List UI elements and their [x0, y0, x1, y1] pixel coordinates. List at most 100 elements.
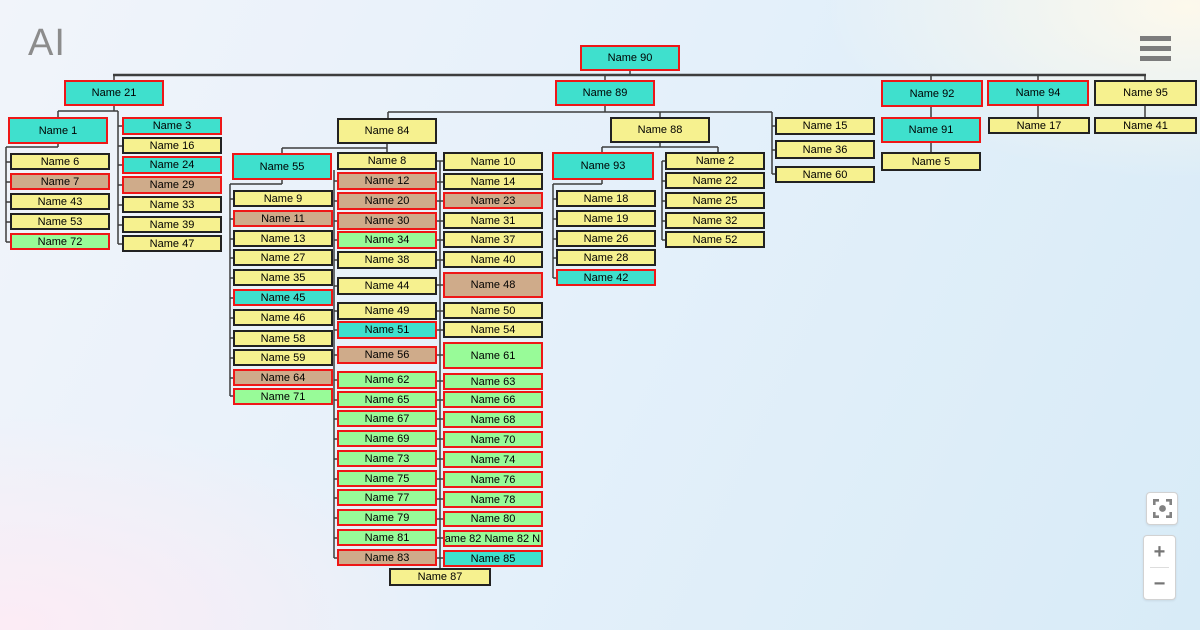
tree-node-name-38[interactable]: Name 38	[337, 251, 437, 269]
tree-node-name-61[interactable]: Name 61	[443, 342, 543, 369]
tree-node-name-22[interactable]: Name 22	[665, 172, 765, 189]
hamburger-bar	[1140, 46, 1171, 51]
tree-node-name-25[interactable]: Name 25	[665, 192, 765, 209]
tree-node-name-35[interactable]: Name 35	[233, 269, 333, 286]
zoom-controls: + −	[1143, 535, 1176, 600]
tree-node-name-51[interactable]: Name 51	[337, 321, 437, 339]
tree-node-name-16[interactable]: Name 16	[122, 137, 222, 154]
tree-node-name-32[interactable]: Name 32	[665, 212, 765, 229]
tree-node-name-31[interactable]: Name 31	[443, 212, 543, 229]
tree-node-name-18[interactable]: Name 18	[556, 190, 656, 207]
tree-node-name-56[interactable]: Name 56	[337, 346, 437, 364]
tree-node-name-64[interactable]: Name 64	[233, 369, 333, 386]
tree-node-name-29[interactable]: Name 29	[122, 176, 222, 194]
tree-node-name-11[interactable]: Name 11	[233, 210, 333, 227]
tree-node-name-71[interactable]: Name 71	[233, 388, 333, 405]
tree-node-name-15[interactable]: Name 15	[775, 117, 875, 135]
tree-node-name-8[interactable]: Name 8	[337, 152, 437, 170]
tree-node-name-49[interactable]: Name 49	[337, 302, 437, 320]
tree-node-name-81[interactable]: Name 81	[337, 529, 437, 546]
zoom-out-button[interactable]: −	[1144, 568, 1175, 599]
tree-node-name-36[interactable]: Name 36	[775, 140, 875, 159]
tree-node-name-17[interactable]: Name 17	[988, 117, 1090, 134]
tree-node-name-19[interactable]: Name 19	[556, 210, 656, 227]
zoom-in-button[interactable]: +	[1144, 536, 1175, 567]
tree-node-name-12[interactable]: Name 12	[337, 172, 437, 190]
tree-node-name-95[interactable]: Name 95	[1094, 80, 1197, 106]
tree-node-name-67[interactable]: Name 67	[337, 410, 437, 427]
tree-node-name-77[interactable]: Name 77	[337, 489, 437, 506]
tree-node-name-50[interactable]: Name 50	[443, 302, 543, 319]
tree-node-name-44[interactable]: Name 44	[337, 277, 437, 295]
tree-node-name-54[interactable]: Name 54	[443, 321, 543, 338]
tree-node-name-1[interactable]: Name 1	[8, 117, 108, 144]
tree-node-name-41[interactable]: Name 41	[1094, 117, 1197, 134]
tree-node-name-34[interactable]: Name 34	[337, 231, 437, 249]
tree-node-name-30[interactable]: Name 30	[337, 212, 437, 230]
tree-node-name-53[interactable]: Name 53	[10, 213, 110, 230]
tree-node-name-83[interactable]: Name 83	[337, 549, 437, 566]
tree-node-name-45[interactable]: Name 45	[233, 289, 333, 306]
tree-node-name-42[interactable]: Name 42	[556, 269, 656, 286]
tree-node-name-68[interactable]: Name 68	[443, 411, 543, 428]
tree-node-name-74[interactable]: Name 74	[443, 451, 543, 468]
tree-node-name-62[interactable]: Name 62	[337, 371, 437, 389]
tree-node-name-78[interactable]: Name 78	[443, 491, 543, 508]
tree-node-name-28[interactable]: Name 28	[556, 249, 656, 266]
tree-node-name-5[interactable]: Name 5	[881, 152, 981, 171]
tree-node-name-93[interactable]: Name 93	[552, 152, 654, 180]
tree-node-name-82-name-82-n[interactable]: Name 82 Name 82 N...	[443, 530, 543, 547]
tree-node-name-43[interactable]: Name 43	[10, 193, 110, 210]
tree-node-name-59[interactable]: Name 59	[233, 349, 333, 366]
tree-node-name-88[interactable]: Name 88	[610, 117, 710, 143]
tree-node-name-20[interactable]: Name 20	[337, 192, 437, 210]
tree-node-name-84[interactable]: Name 84	[337, 118, 437, 144]
tree-node-name-26[interactable]: Name 26	[556, 230, 656, 247]
tree-node-name-92[interactable]: Name 92	[881, 80, 983, 107]
tree-node-name-66[interactable]: Name 66	[443, 391, 543, 408]
tree-node-name-58[interactable]: Name 58	[233, 330, 333, 347]
tree-node-name-21[interactable]: Name 21	[64, 80, 164, 106]
tree-node-name-69[interactable]: Name 69	[337, 430, 437, 447]
tree-node-name-80[interactable]: Name 80	[443, 511, 543, 527]
tree-node-name-27[interactable]: Name 27	[233, 249, 333, 266]
tree-node-name-94[interactable]: Name 94	[987, 80, 1089, 106]
tree-node-name-7[interactable]: Name 7	[10, 173, 110, 190]
tree-node-name-3[interactable]: Name 3	[122, 117, 222, 135]
tree-node-name-79[interactable]: Name 79	[337, 509, 437, 526]
tree-node-name-75[interactable]: Name 75	[337, 470, 437, 487]
tree-node-name-55[interactable]: Name 55	[232, 153, 332, 180]
focus-frame-icon	[1152, 499, 1172, 518]
tree-node-name-9[interactable]: Name 9	[233, 190, 333, 207]
tree-node-name-37[interactable]: Name 37	[443, 231, 543, 248]
tree-node-name-52[interactable]: Name 52	[665, 231, 765, 248]
tree-node-name-6[interactable]: Name 6	[10, 153, 110, 170]
tree-node-name-89[interactable]: Name 89	[555, 80, 655, 106]
tree-node-name-90[interactable]: Name 90	[580, 45, 680, 71]
tree-node-name-91[interactable]: Name 91	[881, 117, 981, 143]
tree-node-name-23[interactable]: Name 23	[443, 192, 543, 209]
tree-node-name-14[interactable]: Name 14	[443, 173, 543, 190]
tree-node-name-60[interactable]: Name 60	[775, 166, 875, 183]
tree-node-name-85[interactable]: Name 85	[443, 550, 543, 567]
tree-node-name-70[interactable]: Name 70	[443, 431, 543, 448]
tree-node-name-73[interactable]: Name 73	[337, 450, 437, 467]
tree-node-name-65[interactable]: Name 65	[337, 391, 437, 408]
hamburger-icon[interactable]	[1140, 36, 1171, 61]
tree-node-name-2[interactable]: Name 2	[665, 152, 765, 170]
tree-node-name-33[interactable]: Name 33	[122, 196, 222, 213]
tree-node-name-40[interactable]: Name 40	[443, 251, 543, 268]
tree-node-name-47[interactable]: Name 47	[122, 235, 222, 252]
tree-node-name-48[interactable]: Name 48	[443, 272, 543, 298]
tree-node-name-13[interactable]: Name 13	[233, 230, 333, 247]
tree-node-name-46[interactable]: Name 46	[233, 309, 333, 326]
tree-node-name-24[interactable]: Name 24	[122, 156, 222, 174]
fit-view-button[interactable]	[1146, 492, 1178, 525]
tree-node-name-72[interactable]: Name 72	[10, 233, 110, 250]
tree-node-name-63[interactable]: Name 63	[443, 373, 543, 390]
tree-node-name-76[interactable]: Name 76	[443, 471, 543, 488]
tree-node-name-87[interactable]: Name 87	[389, 568, 491, 586]
tree-node-name-10[interactable]: Name 10	[443, 152, 543, 171]
tree-node-name-39[interactable]: Name 39	[122, 216, 222, 233]
